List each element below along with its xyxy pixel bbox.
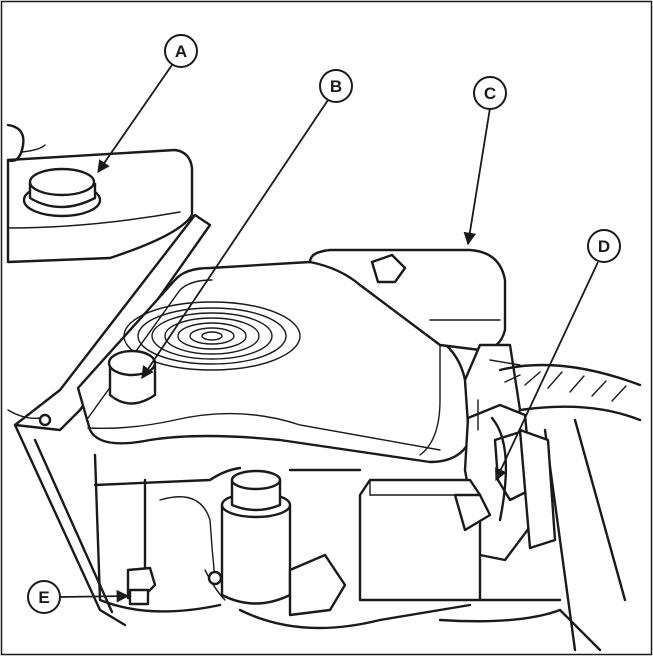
callout-c-label: C [484,84,496,103]
callout-e-label: E [38,588,49,607]
leader-d [495,261,599,482]
callout-a-label: A [175,42,187,61]
callout-d: D [587,229,621,263]
air-cleaner-cover [308,248,507,352]
side-panel [7,213,212,627]
leader-b [141,99,329,380]
callout-d-label: D [598,237,610,256]
callout-a: A [164,34,198,68]
fuel-pump-box [358,478,492,602]
fuel-tank [6,123,194,264]
oil-filter [220,469,292,605]
callout-b: B [319,69,353,103]
oil-fill-cap [107,349,157,405]
oil-drain-plug [126,566,157,606]
shroud-spiral-pattern [123,301,301,371]
air-cleaner-knob [370,253,407,284]
callout-b-label: B [330,77,342,96]
leader-a [97,64,173,174]
engine-shroud [76,260,472,464]
engine-base [93,453,602,652]
callout-e: E [27,580,61,614]
leader-c [463,107,491,246]
ignition-module [463,399,557,562]
callout-c: C [473,76,507,110]
fuel-tank-cap [22,167,102,218]
leader-e [59,589,130,603]
